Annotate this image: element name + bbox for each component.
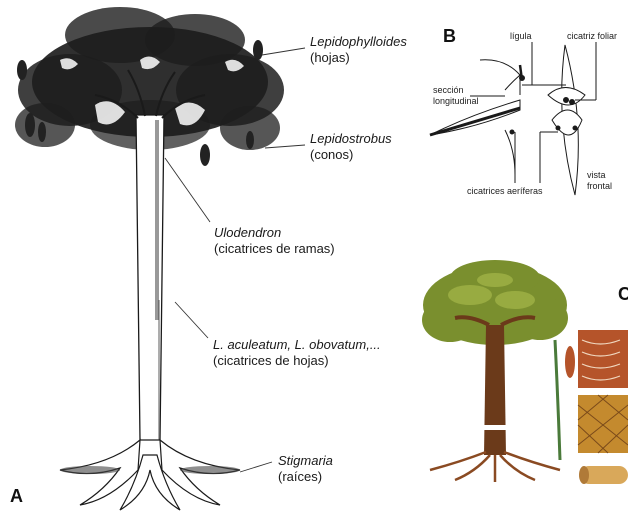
panel-letter-c: C	[618, 284, 628, 305]
colour-reconstruction-c	[422, 260, 628, 484]
label-name: Stigmaria	[278, 453, 333, 469]
label-seccion-line2: longitudinal	[433, 96, 479, 107]
label-leaf-scars: L. aculeatum, L. obovatum,... (cicatrice…	[213, 337, 381, 369]
tree-trunk-c	[484, 325, 506, 455]
tree-roots-c	[430, 452, 560, 482]
label-desc: (conos)	[310, 147, 392, 163]
panel-letter-a: A	[10, 486, 23, 507]
label-vista-line1: vista	[587, 170, 612, 181]
label-ligula: lígula	[510, 31, 532, 42]
label-ulodendron: Ulodendron (cicatrices de ramas)	[214, 225, 335, 257]
label-cicatriz-foliar: cicatriz foliar	[567, 31, 617, 42]
label-vista-frontal: vista frontal	[587, 170, 612, 192]
label-lepidophylloides: Lepidophylloides (hojas)	[310, 34, 407, 66]
label-desc: (raíces)	[278, 469, 333, 485]
tree-drawing-a	[15, 7, 305, 510]
label-vista-line2: frontal	[587, 181, 612, 192]
label-cicatrices-aeriferas: cicatrices aeríferas	[467, 186, 543, 197]
label-lepidostrobus: Lepidostrobus (conos)	[310, 131, 392, 163]
label-name: Lepidophylloides	[310, 34, 407, 50]
label-seccion: sección longitudinal	[433, 85, 479, 107]
leaf-cushion-diagram-b	[430, 42, 596, 195]
tree-roots	[60, 440, 240, 510]
label-name: L. aculeatum, L. obovatum,...	[213, 337, 381, 353]
label-seccion-line1: sección	[433, 85, 479, 96]
label-desc: (cicatrices de ramas)	[214, 241, 335, 257]
label-name: Lepidostrobus	[310, 131, 392, 147]
label-desc: (cicatrices de hojas)	[213, 353, 381, 369]
label-stigmaria: Stigmaria (raíces)	[278, 453, 333, 485]
label-name: Ulodendron	[214, 225, 335, 241]
label-desc: (hojas)	[310, 50, 407, 66]
panel-letter-b: B	[443, 26, 456, 47]
